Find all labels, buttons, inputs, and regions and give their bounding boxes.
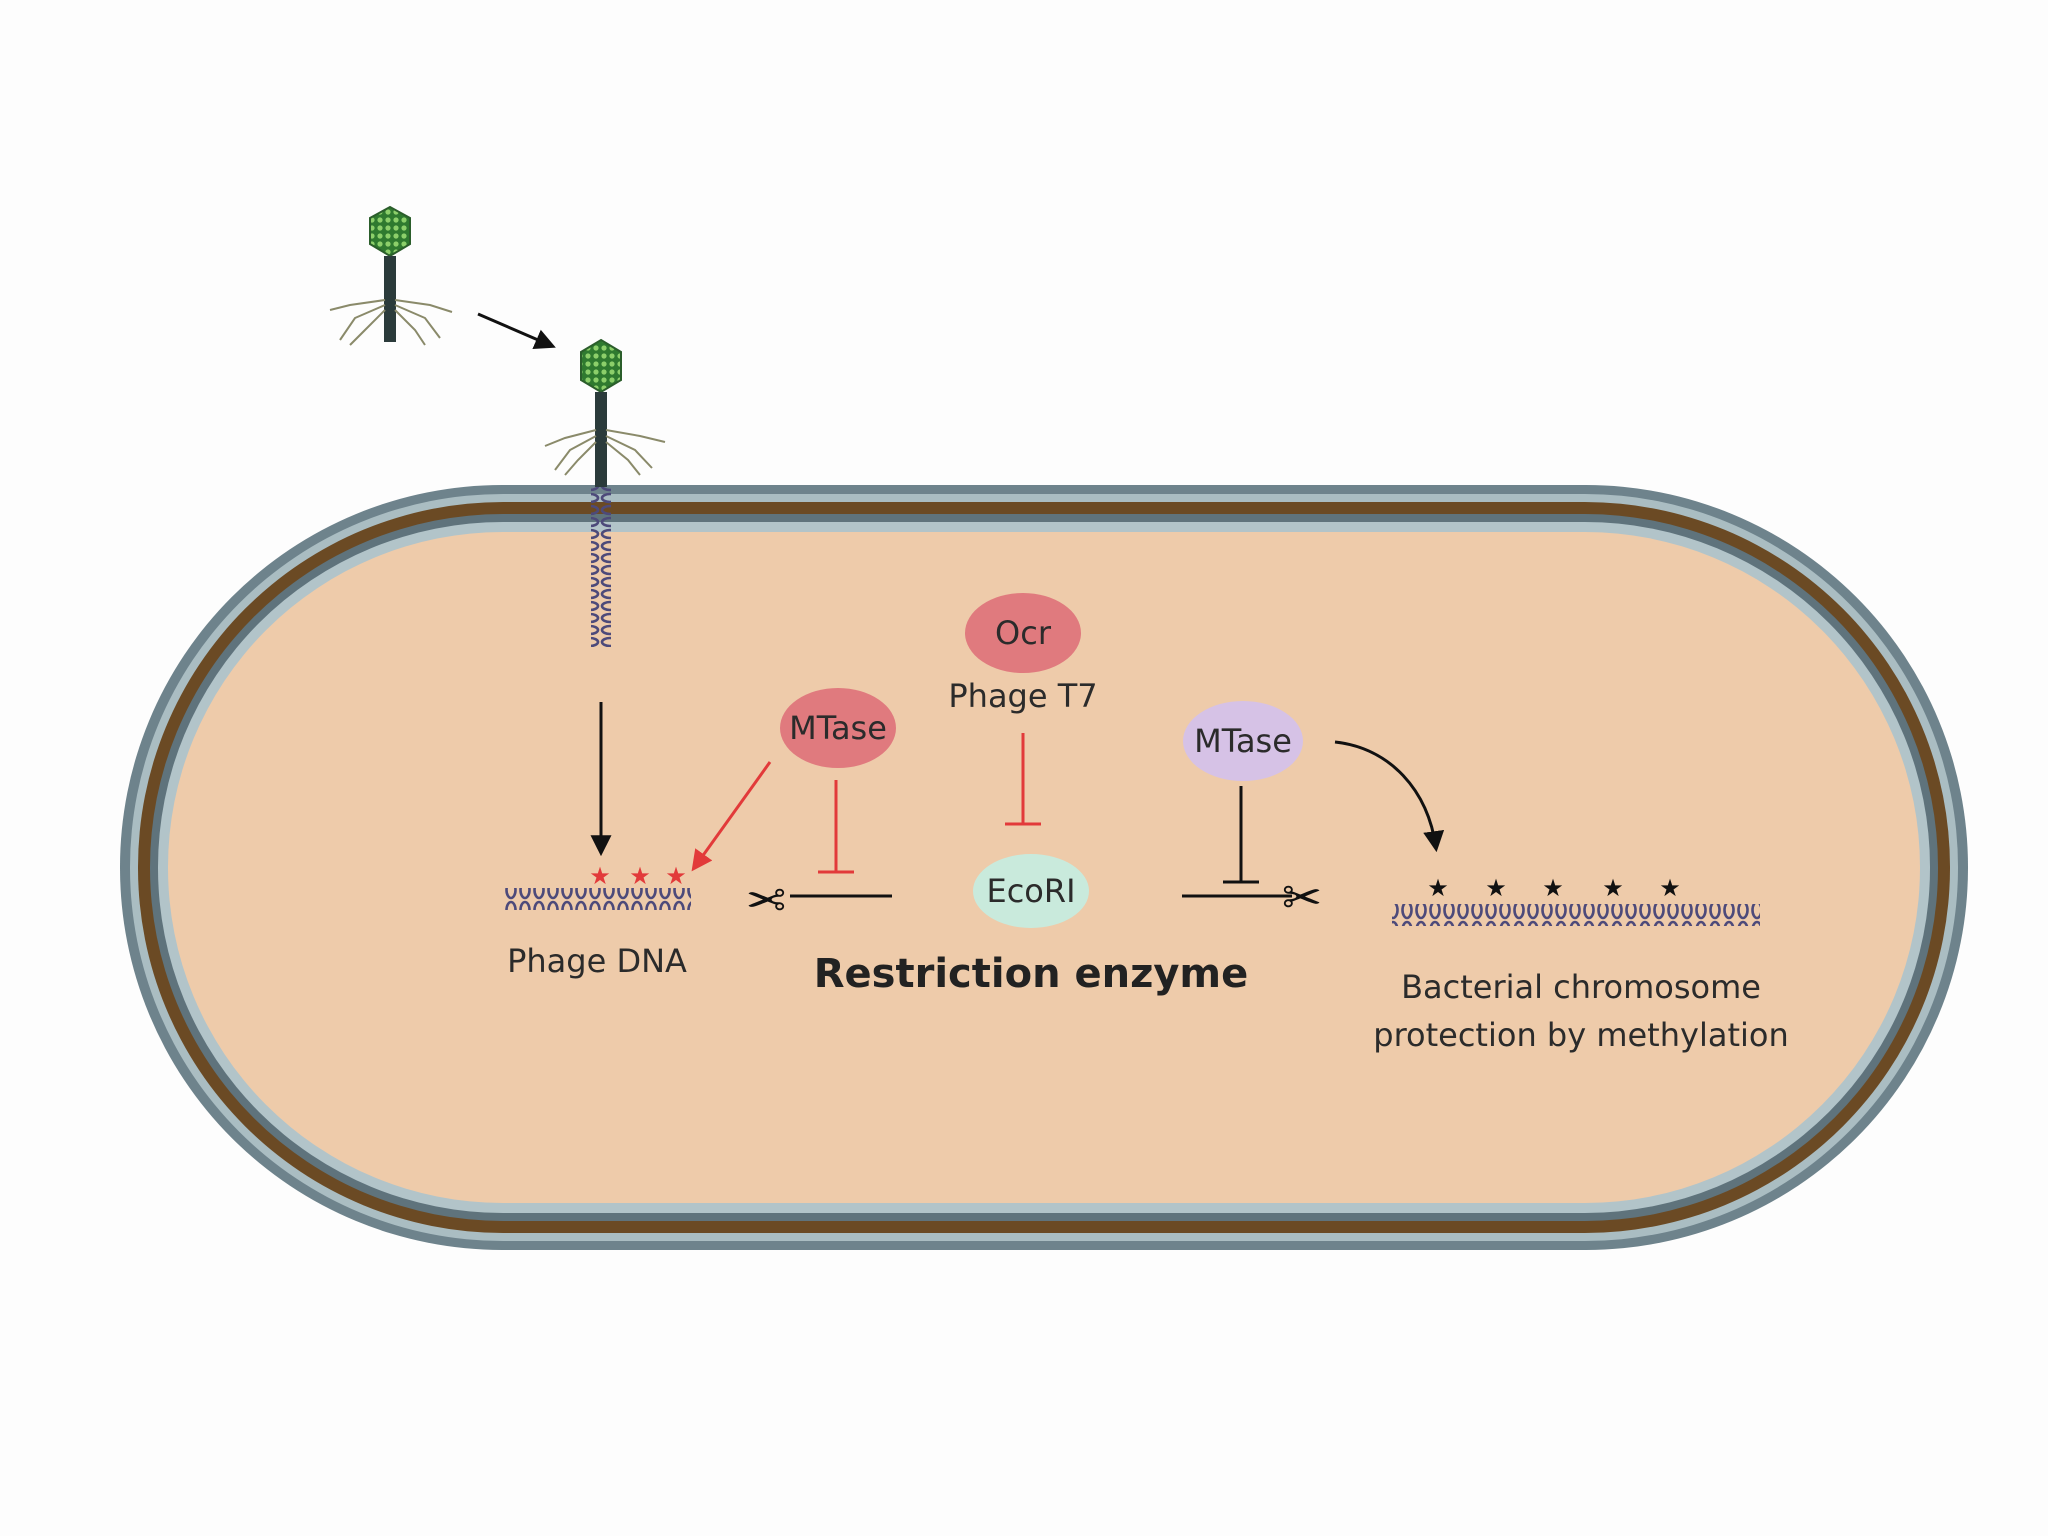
phage-approach-arrow [477,312,556,349]
injected-dna-icon [591,487,611,647]
ecori-label: EcoRI [986,872,1075,910]
mtase-left: MTase [780,688,896,768]
methyl-star-icon: ★ [1485,874,1507,902]
bacterial-chromosome-icon [1392,904,1760,926]
mtase-protection-arrow [1334,740,1445,853]
methyl-star-icon: ★ [1427,874,1449,902]
phage-capsid-icon [580,338,622,394]
methyl-star-icon: ★ [665,862,687,890]
restriction-enzyme-label: Restriction enzyme [814,951,1249,997]
phage-tail [595,392,607,487]
chromosome-label-line2: protection by methylation [1373,1016,1788,1054]
phage-legs-icon [544,429,666,476]
methyl-star-icon: ★ [1602,874,1624,902]
phage-dna-icon [505,888,691,910]
ocr: Ocr Phage T7 [948,593,1098,715]
methyl-star-icon: ★ [629,862,651,890]
methyl-star-icon: ★ [1659,874,1681,902]
phage-tail [384,256,396,342]
mtase-right-inhibition [1223,786,1259,884]
mtase-left-node [780,688,896,768]
phage-dna-label: Phage DNA [507,942,687,980]
mtase-methylation-arrow [691,761,772,872]
ocr-label: Ocr [995,614,1052,652]
ocr-inhibition [1005,733,1041,826]
phage-capsid-icon [369,205,411,258]
phage-free [329,205,453,346]
ecori: EcoRI [973,854,1089,928]
ocr-node [965,593,1081,673]
mtase-right-label: MTase [1194,722,1292,760]
phage-attached [544,338,666,647]
mtase-left-inhibition [818,780,854,874]
phage-legs-icon [329,299,453,346]
chromosome-methylation-marks: ★ ★ ★ ★ ★ [1427,874,1681,902]
chromosome-label-line1: Bacterial chromosome [1401,968,1761,1006]
ecori-node [973,854,1089,928]
mtase-left-label: MTase [789,709,887,747]
scissors-left-icon: ✂ [746,870,786,926]
mtase-right: MTase [1183,701,1303,781]
methyl-star-icon: ★ [589,862,611,890]
scissors-right-icon: ✂ [1282,870,1322,926]
methyl-star-icon: ★ [1542,874,1564,902]
phage-dna-methylation-marks: ★ ★ ★ [589,862,687,890]
mtase-right-node [1183,701,1303,781]
ocr-caption: Phage T7 [948,677,1097,715]
